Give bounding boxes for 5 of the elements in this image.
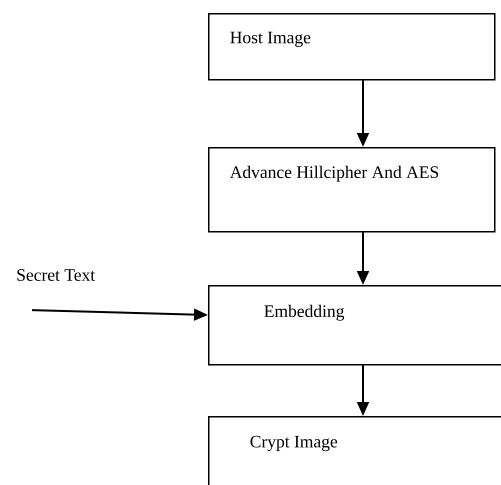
process-box: Embedding (208, 285, 501, 366)
process-box: Crypt Image (208, 416, 501, 485)
process-box: Advance Hillcipher And AES (208, 147, 496, 232)
input-label: Secret Text (17, 269, 96, 281)
process-box: Host Image (208, 13, 496, 80)
